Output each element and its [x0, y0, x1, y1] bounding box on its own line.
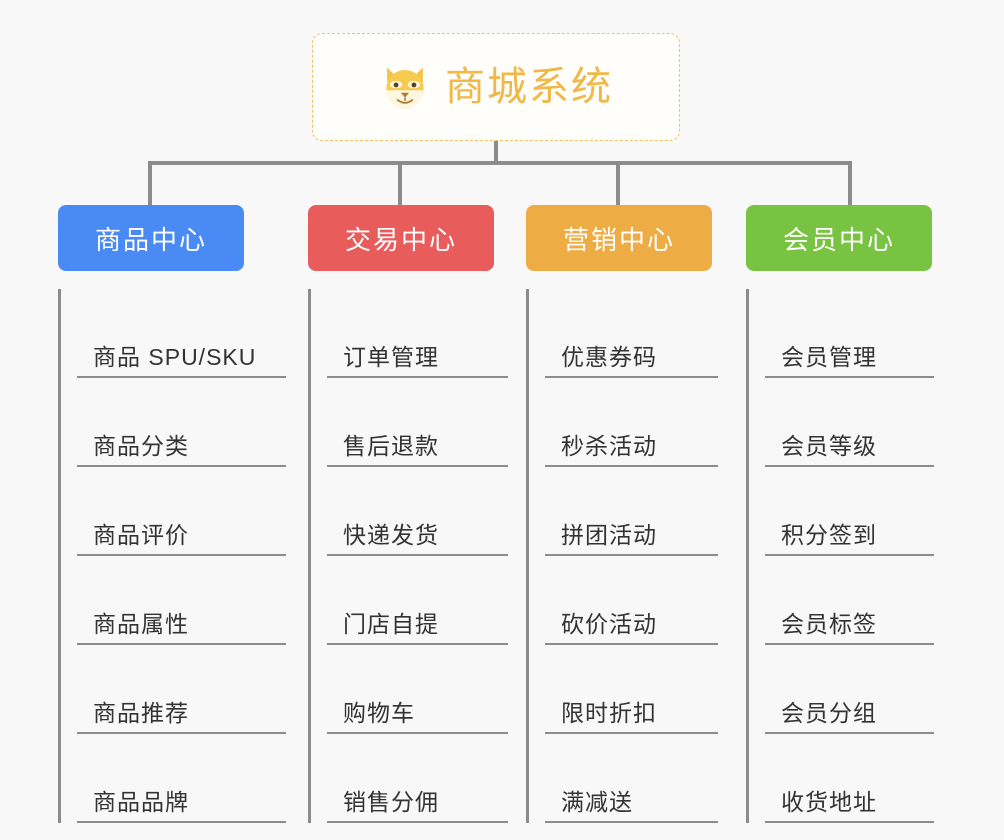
- leaf-list-2: 订单管理 售后退款 快递发货 门店自提 购物车 销售分佣: [308, 289, 508, 823]
- leaf-label: 拼团活动: [561, 521, 657, 548]
- list-item[interactable]: 会员标签: [765, 556, 934, 645]
- list-item[interactable]: 积分签到: [765, 467, 934, 556]
- root-node[interactable]: 商城系统: [312, 33, 680, 141]
- leaf-label: 满减送: [561, 788, 633, 815]
- branch-trade-center: 交易中心 订单管理 售后退款 快递发货 门店自提 购物车 销售分佣: [308, 205, 508, 823]
- branch-header-3[interactable]: 营销中心: [526, 205, 712, 271]
- leaf-label: 商品品牌: [93, 788, 189, 815]
- shiba-dog-face-icon: [379, 61, 431, 113]
- connector-drop-3: [616, 161, 620, 207]
- list-item[interactable]: 满减送: [545, 734, 718, 823]
- leaf-label: 商品属性: [93, 610, 189, 637]
- list-item[interactable]: 优惠券码: [545, 289, 718, 378]
- leaf-label: 商品推荐: [93, 699, 189, 726]
- list-item[interactable]: 商品评价: [77, 467, 286, 556]
- leaf-label: 会员等级: [781, 432, 877, 459]
- list-item[interactable]: 商品分类: [77, 378, 286, 467]
- branch-header-4[interactable]: 会员中心: [746, 205, 932, 271]
- branch-marketing-center: 营销中心 优惠券码 秒杀活动 拼团活动 砍价活动 限时折扣 满减送: [526, 205, 718, 823]
- branch-header-2[interactable]: 交易中心: [308, 205, 494, 271]
- list-item[interactable]: 会员分组: [765, 645, 934, 734]
- leaf-label: 会员标签: [781, 610, 877, 637]
- leaf-label: 商品分类: [93, 432, 189, 459]
- leaf-label: 门店自提: [343, 610, 439, 637]
- connector-drop-2: [398, 161, 402, 207]
- connector-drop-1: [148, 161, 152, 207]
- list-item[interactable]: 门店自提: [327, 556, 508, 645]
- list-item[interactable]: 拼团活动: [545, 467, 718, 556]
- branch-header-1[interactable]: 商品中心: [58, 205, 244, 271]
- list-item[interactable]: 商品属性: [77, 556, 286, 645]
- list-item[interactable]: 收货地址: [765, 734, 934, 823]
- leaf-label: 收货地址: [781, 788, 877, 815]
- list-item[interactable]: 订单管理: [327, 289, 508, 378]
- list-item[interactable]: 商品推荐: [77, 645, 286, 734]
- leaf-label: 售后退款: [343, 432, 439, 459]
- leaf-label: 限时折扣: [561, 699, 657, 726]
- leaf-label: 销售分佣: [343, 788, 439, 815]
- leaf-list-4: 会员管理 会员等级 积分签到 会员标签 会员分组 收货地址: [746, 289, 934, 823]
- leaf-list-3: 优惠券码 秒杀活动 拼团活动 砍价活动 限时折扣 满减送: [526, 289, 718, 823]
- branch-product-center: 商品中心 商品 SPU/SKU 商品分类 商品评价 商品属性 商品推荐 商品品牌: [58, 205, 286, 823]
- list-item[interactable]: 砍价活动: [545, 556, 718, 645]
- leaf-label: 会员管理: [781, 343, 877, 370]
- leaf-label: 订单管理: [343, 343, 439, 370]
- list-item[interactable]: 会员等级: [765, 378, 934, 467]
- list-item[interactable]: 商品 SPU/SKU: [77, 289, 286, 378]
- list-item[interactable]: 会员管理: [765, 289, 934, 378]
- connector-horizontal-bus: [148, 161, 852, 165]
- connector-root-stem: [494, 141, 498, 165]
- list-item[interactable]: 秒杀活动: [545, 378, 718, 467]
- leaf-label: 优惠券码: [561, 343, 657, 370]
- leaf-label: 商品评价: [93, 521, 189, 548]
- leaf-label: 商品 SPU/SKU: [93, 343, 257, 370]
- list-item[interactable]: 商品品牌: [77, 734, 286, 823]
- list-item[interactable]: 限时折扣: [545, 645, 718, 734]
- list-item[interactable]: 售后退款: [327, 378, 508, 467]
- leaf-label: 购物车: [343, 699, 415, 726]
- list-item[interactable]: 快递发货: [327, 467, 508, 556]
- list-item[interactable]: 购物车: [327, 645, 508, 734]
- leaf-label: 砍价活动: [561, 610, 657, 637]
- leaf-label: 秒杀活动: [561, 432, 657, 459]
- leaf-label: 积分签到: [781, 521, 877, 548]
- root-title: 商城系统: [445, 65, 613, 109]
- branch-member-center: 会员中心 会员管理 会员等级 积分签到 会员标签 会员分组 收货地址: [746, 205, 934, 823]
- leaf-list-1: 商品 SPU/SKU 商品分类 商品评价 商品属性 商品推荐 商品品牌: [58, 289, 286, 823]
- list-item[interactable]: 销售分佣: [327, 734, 508, 823]
- leaf-label: 快递发货: [343, 521, 439, 548]
- connector-drop-4: [848, 161, 852, 207]
- leaf-label: 会员分组: [781, 699, 877, 726]
